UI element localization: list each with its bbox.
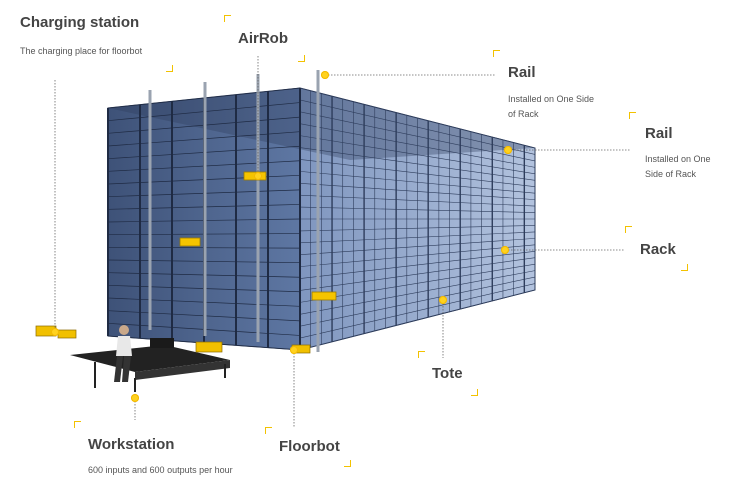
workstation-marker <box>131 394 139 402</box>
charging-station-bracket <box>166 65 173 72</box>
floorbot-title: Floorbot <box>279 438 340 455</box>
workstation-bracket-tl <box>74 421 81 428</box>
rail-2-desc-line2: Side of Rack <box>645 167 711 182</box>
workstation-table <box>70 338 230 392</box>
workstation-desc: 600 inputs and 600 outputs per hour <box>88 463 233 478</box>
rack-structure <box>108 88 535 350</box>
rail-2-desc-line1: Installed on One <box>645 152 711 167</box>
rail-1-bracket-tl <box>493 50 500 57</box>
rail-2-desc: Installed on One Side of Rack <box>645 152 711 182</box>
tote-bracket-tl <box>418 351 425 358</box>
airrob-marker <box>254 172 262 180</box>
floorbot-bracket-tl <box>265 427 272 434</box>
charging-station-title: Charging station <box>20 14 139 31</box>
charging-station-marker <box>51 328 59 336</box>
tote-title: Tote <box>432 365 463 382</box>
tote-bracket-br <box>471 389 478 396</box>
rail-1-desc-line2: of Rack <box>508 107 594 122</box>
workstation-title: Workstation <box>88 436 174 453</box>
rail-2-marker <box>504 146 512 154</box>
rail-1-title: Rail <box>508 64 536 81</box>
floorbot-marker <box>290 346 298 354</box>
airrob-title: AirRob <box>238 30 288 47</box>
rack-bracket-tl <box>625 226 632 233</box>
airrob-bracket-br <box>298 55 305 62</box>
rack-bracket-br <box>681 264 688 271</box>
rail-2-title: Rail <box>645 125 673 142</box>
rail-2-bracket-tl <box>629 112 636 119</box>
rail-1-marker <box>321 71 329 79</box>
tote-marker <box>439 296 447 304</box>
floorbot-bracket-br <box>344 460 351 467</box>
rack-marker <box>501 246 509 254</box>
airrob-bracket-tl <box>224 15 231 22</box>
rail-1-desc-line1: Installed on One Side <box>508 92 594 107</box>
rail-1-desc: Installed on One Side of Rack <box>508 92 594 122</box>
rack-title: Rack <box>640 241 676 258</box>
charging-station-desc: The charging place for floorbot <box>20 44 142 59</box>
